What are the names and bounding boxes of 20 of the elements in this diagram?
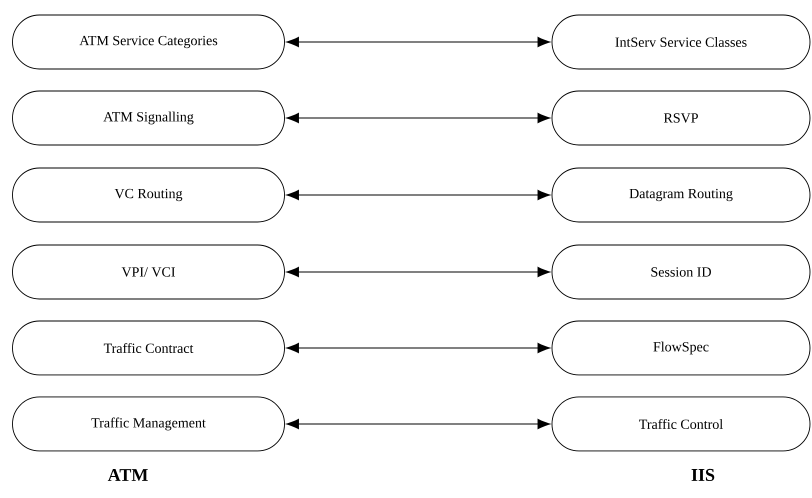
rounded-box: VC Routing xyxy=(12,168,285,222)
double-arrow xyxy=(286,112,550,124)
double-arrow xyxy=(286,418,550,430)
rounded-box: Datagram Routing xyxy=(552,168,810,222)
rounded-box: ATM Service Categories xyxy=(12,14,285,70)
rounded-box: Traffic Control xyxy=(552,396,810,452)
rounded-box: Session ID xyxy=(552,244,810,300)
rounded-box: Traffic Contract xyxy=(12,320,285,376)
double-arrow xyxy=(286,36,550,48)
double-arrow xyxy=(286,266,550,278)
column-heading: ATM xyxy=(108,469,148,481)
rounded-box: RSVP xyxy=(552,90,810,146)
rounded-box: FlowSpec xyxy=(552,320,810,376)
rounded-box: Traffic Management xyxy=(12,396,285,452)
rounded-box: ATM Signalling xyxy=(12,90,285,146)
column-heading: IIS xyxy=(692,468,714,482)
double-arrow xyxy=(286,342,550,354)
rounded-box: VPI/ VCI xyxy=(12,244,285,300)
double-arrow xyxy=(286,190,550,200)
rounded-box: IntServ Service Classes xyxy=(552,14,810,70)
